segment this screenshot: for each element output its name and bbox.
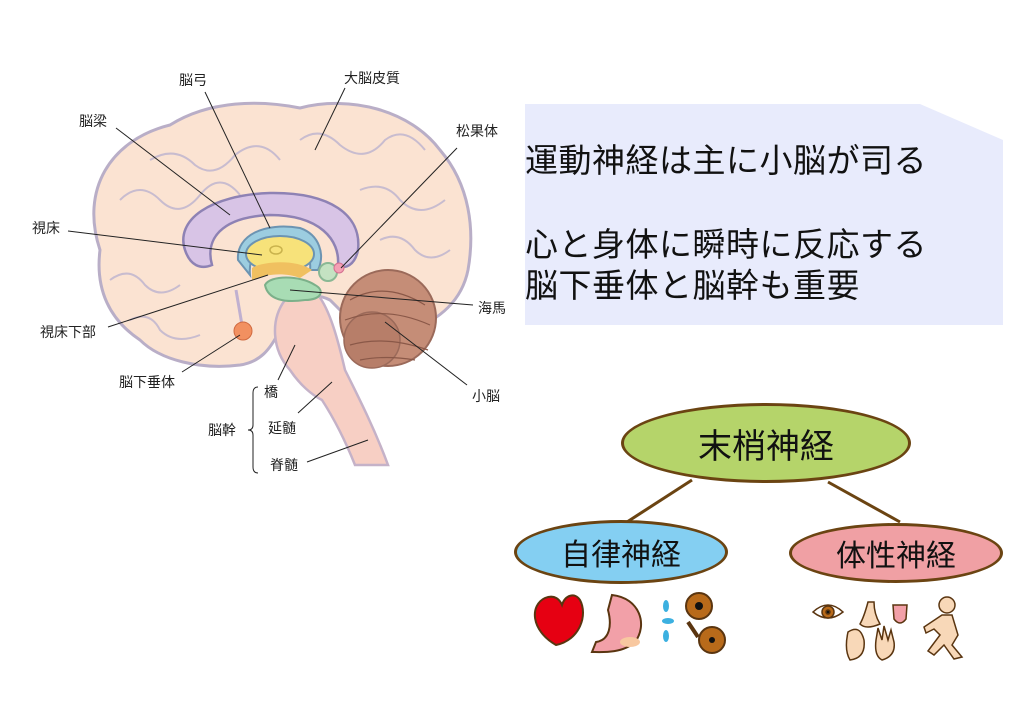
label-cerebral-cortex: 大脳皮質 [344, 71, 400, 87]
pupil-dilation-icon [662, 592, 726, 654]
nose-icon [859, 601, 882, 628]
note-box: 運動神経は主に小脳が司る 心と身体に瞬時に反応する 脳下垂体と脳幹も重要 [525, 104, 1003, 325]
note-line-2: 心と身体に瞬時に反応する [525, 225, 927, 264]
heart-icon [533, 594, 584, 647]
label-corpus-callosum: 脳梁 [79, 114, 107, 130]
stomach-icon [590, 593, 643, 654]
brainstem [273, 293, 390, 467]
label-cerebellum: 小脳 [472, 389, 500, 405]
hippocampus [263, 276, 322, 303]
ear-icon [845, 628, 865, 661]
label-hippocampus: 海馬 [478, 301, 506, 317]
eye-icon [811, 604, 845, 619]
pineal-body [333, 262, 345, 274]
label-medulla: 延髄 [268, 421, 296, 437]
node-peripheral-nerve: 末梢神経 [621, 403, 911, 483]
label-pons: 橋 [264, 385, 278, 401]
label-fornix: 脳弓 [179, 73, 207, 89]
tongue-icon [892, 604, 908, 624]
label-pineal-body: 松果体 [456, 124, 498, 140]
label-brainstem: 脳幹 [208, 423, 236, 439]
node-somatic-nerve: 体性神経 [789, 523, 1003, 583]
label-spinal-cord: 脊髄 [270, 458, 298, 474]
label-pituitary: 脳下垂体 [119, 375, 175, 391]
label-hypothalamus: 視床下部 [40, 325, 96, 341]
hand-icon [874, 625, 895, 661]
label-thalamus: 視床 [32, 221, 60, 237]
note-line-1: 運動神経は主に小脳が司る [525, 141, 927, 180]
note-line-3: 脳下垂体と脳幹も重要 [525, 266, 860, 305]
running-person-icon [923, 596, 964, 660]
node-autonomic-nerve: 自律神経 [514, 520, 728, 584]
